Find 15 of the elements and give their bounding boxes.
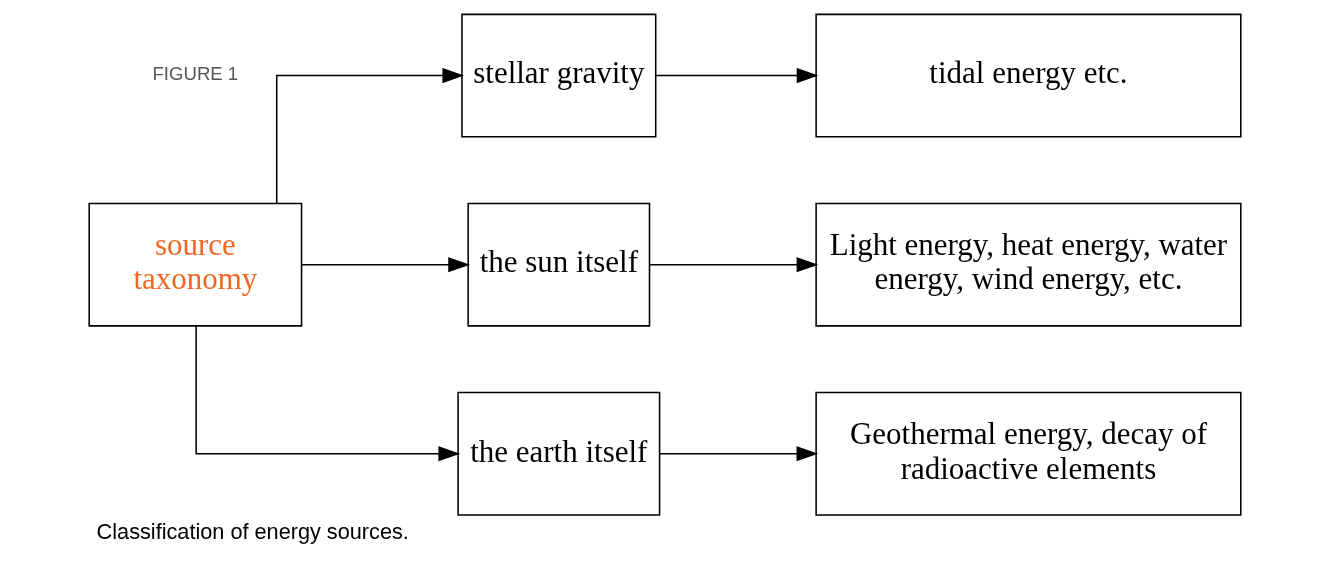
node-box: the sun itself xyxy=(467,202,651,327)
arrow xyxy=(649,257,819,273)
node-box: source taxonomy xyxy=(88,202,303,327)
arrow xyxy=(658,446,819,462)
caption: Classification of energy sources. xyxy=(96,518,409,544)
node-box: Light energy, heat energy, water energy, wind energy, etc. xyxy=(815,202,1242,327)
node-box: Geothermal energy, decay of radioactive elements xyxy=(815,391,1242,516)
arrow xyxy=(655,67,819,84)
arrow xyxy=(195,325,461,462)
arrow xyxy=(275,67,465,205)
node-box: stellar gravity xyxy=(461,13,657,138)
label: FIGURE 1 xyxy=(152,63,239,85)
node-box: tidal energy etc. xyxy=(815,13,1242,138)
arrow xyxy=(301,257,470,273)
node-box: the earth itself xyxy=(457,391,661,516)
